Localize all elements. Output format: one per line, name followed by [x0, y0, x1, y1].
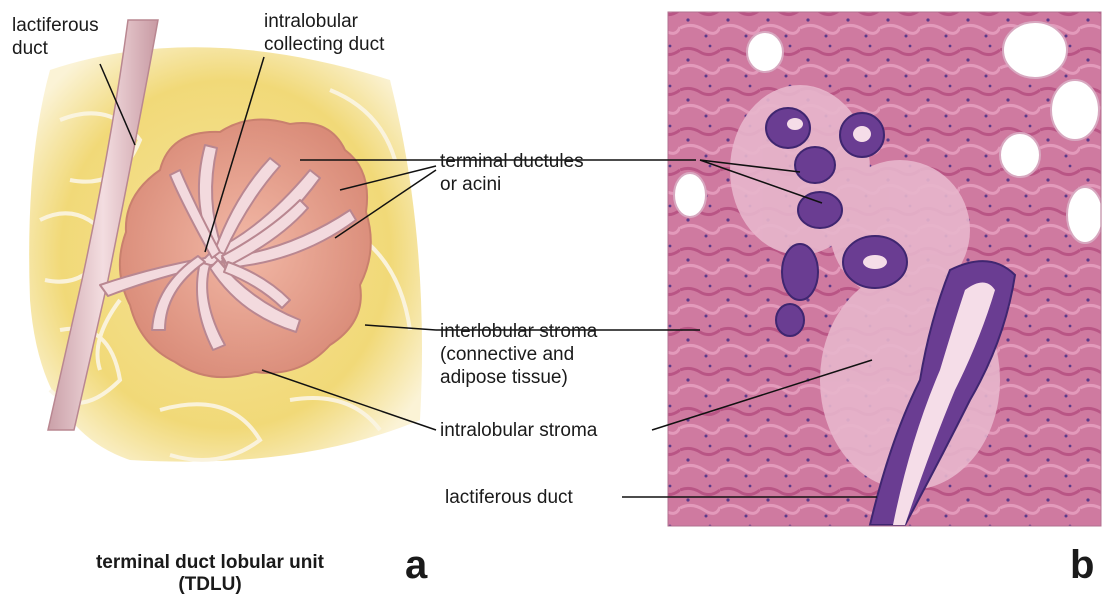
- label-interlobular-stroma: interlobular stroma (connective and adip…: [440, 320, 597, 389]
- label-terminal-ductules: terminal ductules or acini: [440, 150, 584, 196]
- label-intralobular-collecting-duct: intralobular collecting duct: [264, 10, 384, 56]
- caption-tdlu: terminal duct lobular unit (TDLU): [60, 552, 360, 596]
- label-intralobular-stroma: intralobular stroma: [440, 419, 597, 442]
- he-micrograph: [668, 12, 1103, 526]
- panel-letter-a: a: [405, 545, 427, 585]
- label-lactiferous-duct-micrograph: lactiferous duct: [445, 486, 573, 509]
- label-lactiferous-duct-illustration: lactiferous duct: [12, 14, 99, 60]
- panel-letter-b: b: [1070, 545, 1094, 585]
